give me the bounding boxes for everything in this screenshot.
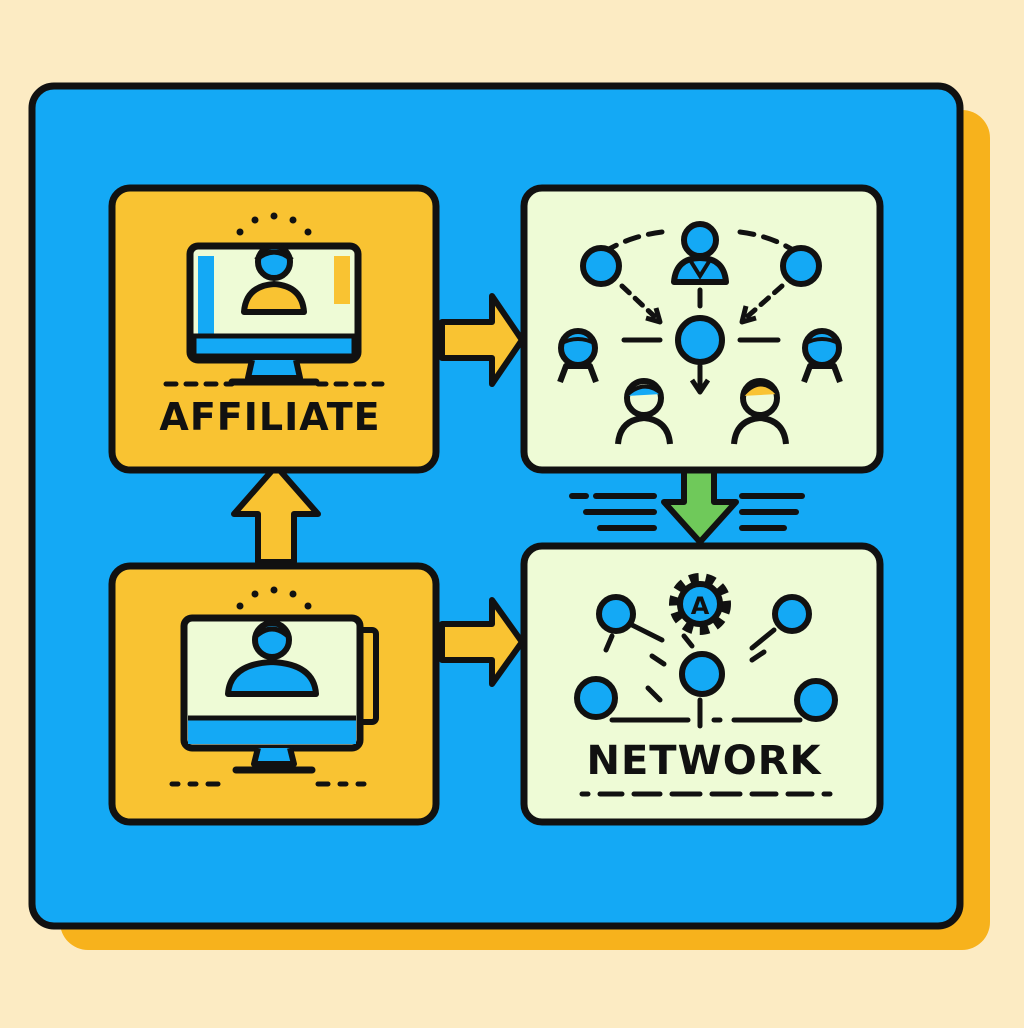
arrow-up <box>231 463 321 565</box>
arrow-bottom-right <box>439 597 525 687</box>
arrow-top-right <box>439 293 525 387</box>
speed-lines <box>569 493 805 531</box>
computer-user-icon <box>180 614 379 774</box>
people-network-icon <box>557 221 843 445</box>
affiliate-card: AFFILIATE <box>108 184 440 474</box>
network-nodes-icon: A <box>574 573 838 729</box>
network-card: A NETWORK <box>520 542 884 826</box>
gear-icon: A <box>669 573 731 635</box>
computer-user-icon <box>186 242 362 386</box>
people-network-card <box>520 184 884 474</box>
network-badge-label: A <box>691 592 710 620</box>
sparkle-dots-icon <box>236 586 312 610</box>
sparkle-dots-icon <box>236 212 312 236</box>
affiliate-label: AFFILIATE <box>159 395 380 439</box>
computer-card <box>108 562 440 826</box>
network-label: NETWORK <box>586 738 822 784</box>
